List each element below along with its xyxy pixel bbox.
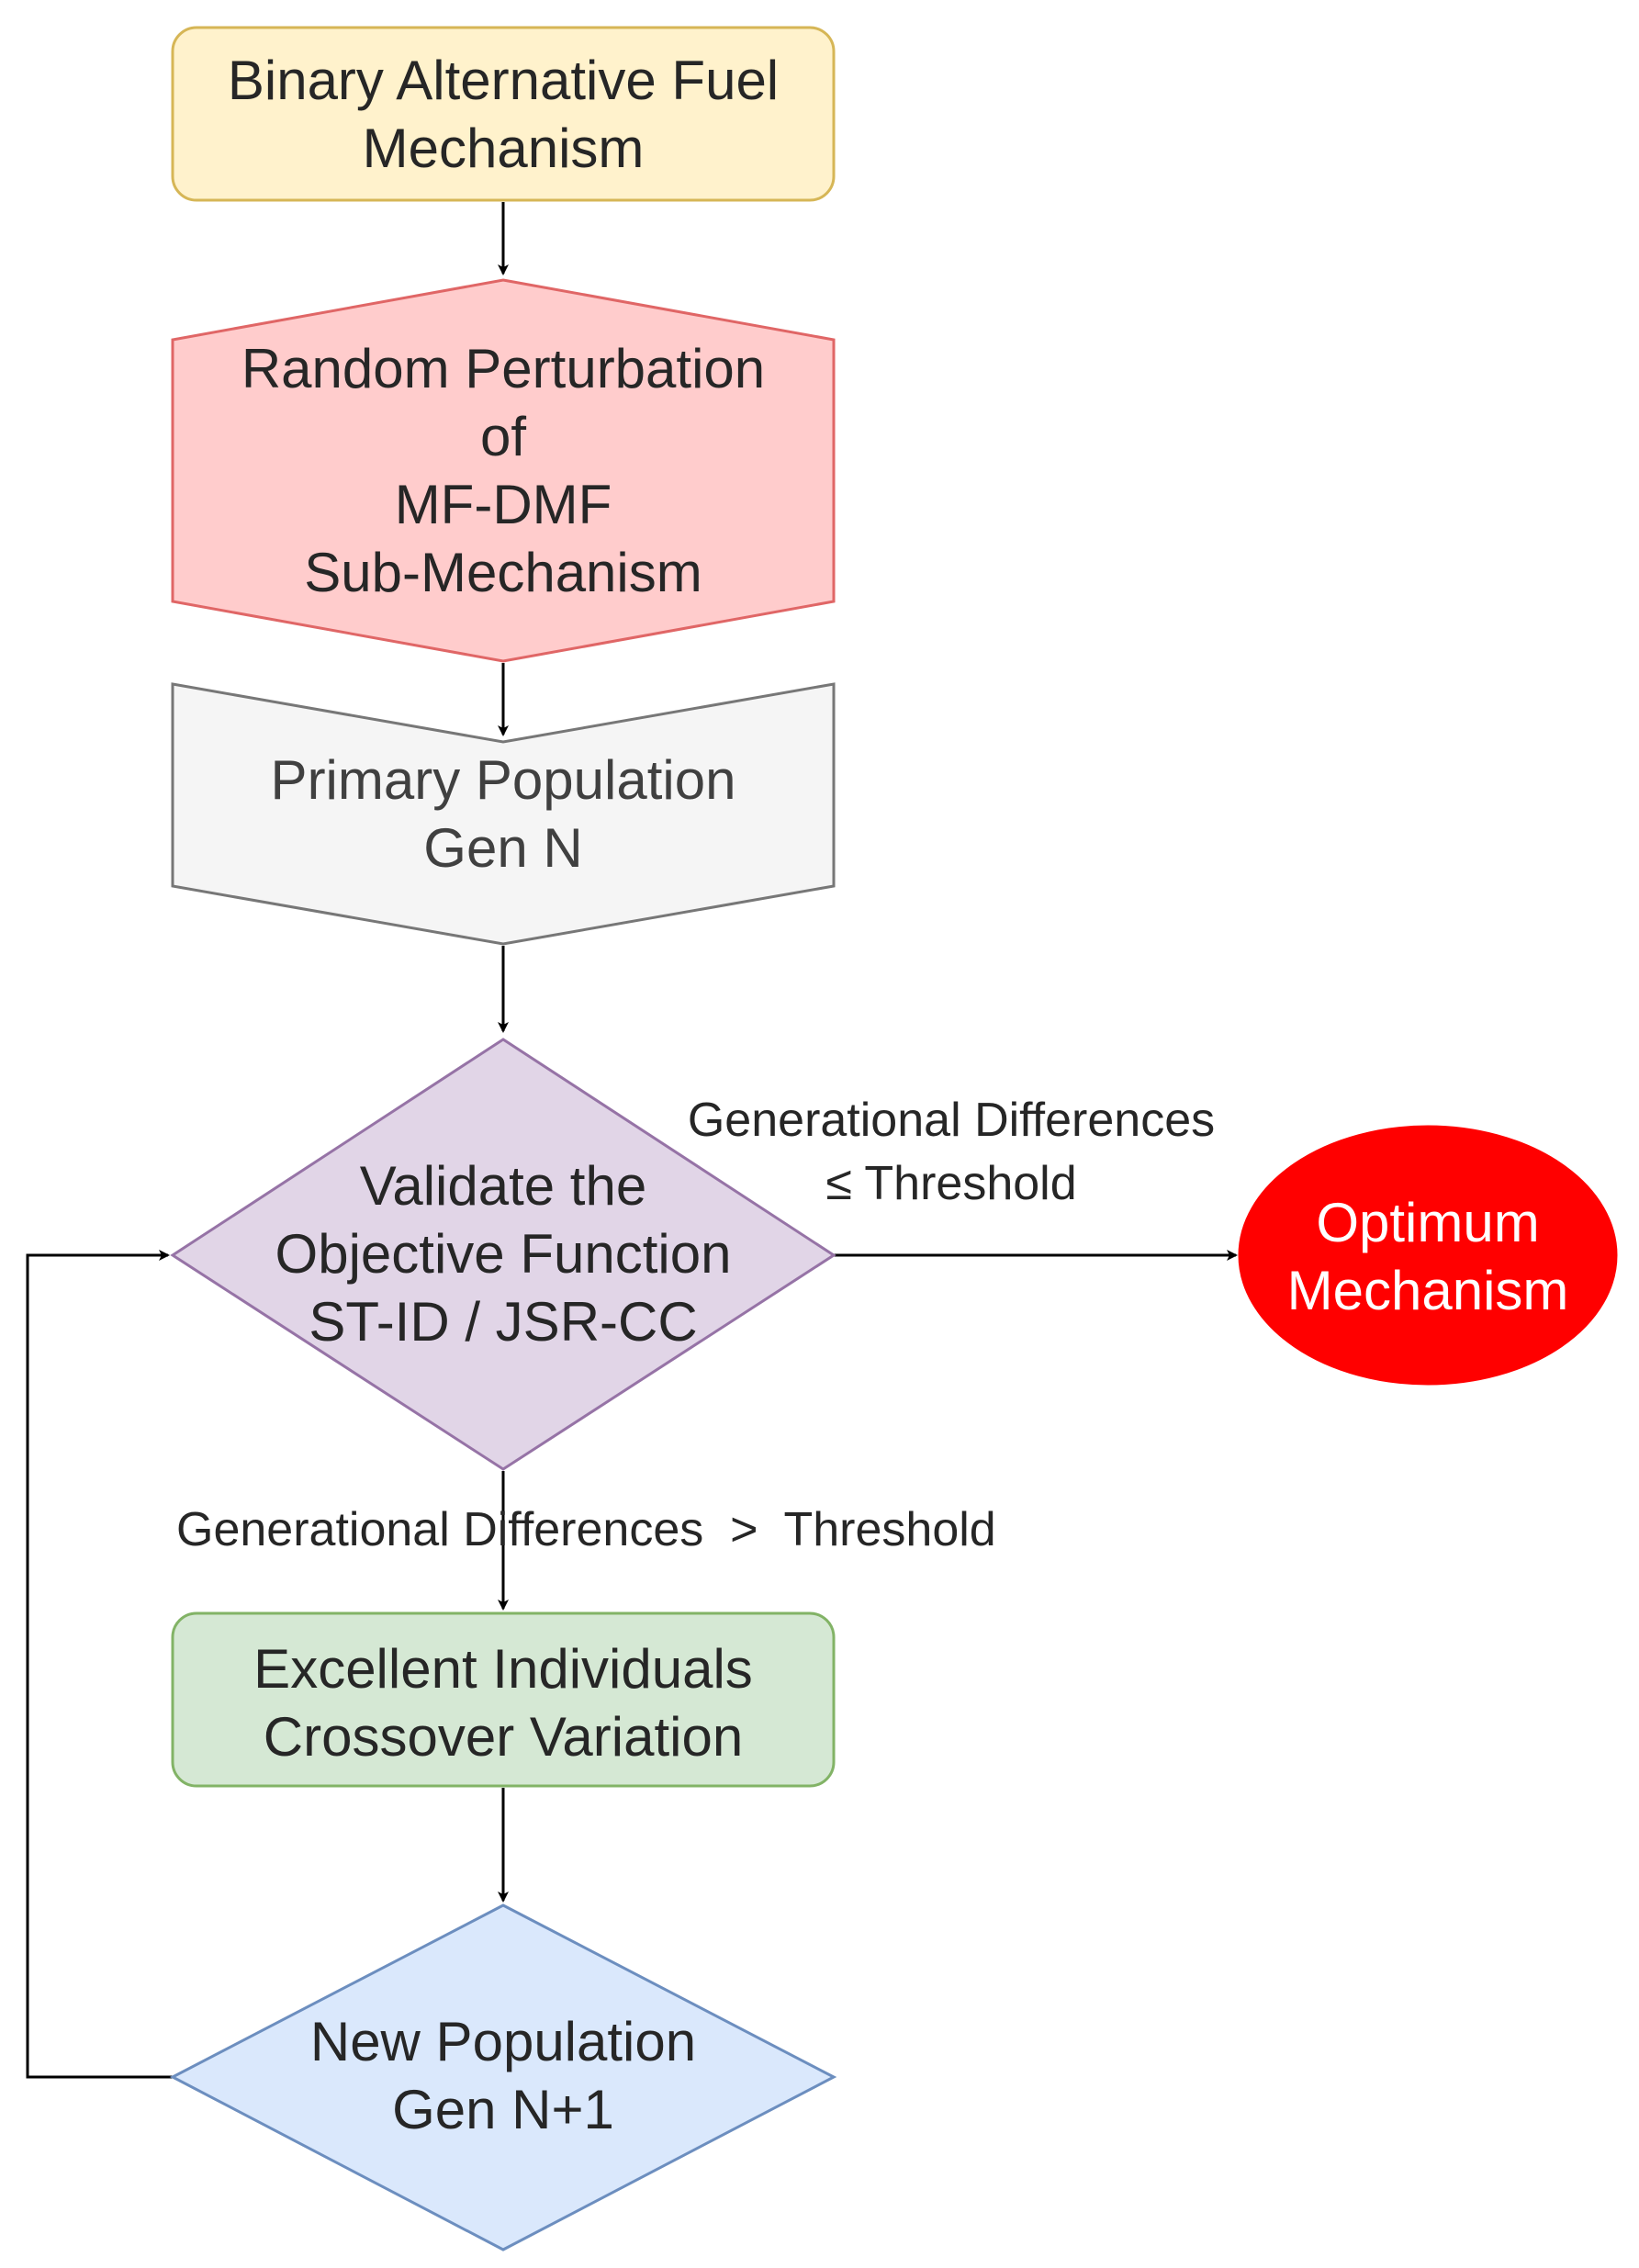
node-validate-shape	[170, 1038, 836, 1471]
node-binary-fuel-line-2: Mechanism	[363, 118, 645, 179]
node-primary-population: Primary Population Gen N	[171, 682, 836, 946]
node-random-perturbation: Random Perturbation of MF-DMF Sub-Mechan…	[171, 278, 836, 663]
node-excellent-individuals: Excellent Individuals Crossover Variatio…	[171, 1611, 836, 1788]
node-new-population-line-2: Gen N+1	[392, 2079, 614, 2140]
node-excellent-line-2: Crossover Variation	[264, 1706, 743, 1768]
edge-label-to-excellent: Generational Differences > Threshold	[176, 1503, 996, 1556]
node-validate-objective: Validate the Objective Function ST-ID / …	[170, 1038, 836, 1471]
node-optimum-mechanism: Optimum Mechanism	[1238, 1125, 1618, 1386]
node-random-perturbation-line-1: Random Perturbation	[241, 338, 765, 399]
node-binary-fuel-line-1: Binary Alternative Fuel	[228, 50, 779, 111]
node-random-perturbation-line-3: MF-DMF	[395, 474, 612, 535]
edge-newpop-loop-to-validate	[26, 1250, 173, 2079]
node-primary-population-line-1: Primary Population	[271, 749, 736, 811]
node-optimum-line-1: Optimum	[1316, 1192, 1539, 1253]
node-validate-line-3: ST-ID / JSR-CC	[309, 1291, 697, 1353]
node-new-population-line-1: New Population	[310, 2011, 696, 2072]
edge-label-to-optimum-line-2: ≤ Threshold	[825, 1157, 1076, 1210]
edge-label-to-optimum-line-1: Generational Differences	[688, 1094, 1215, 1147]
node-random-perturbation-line-4: Sub-Mechanism	[304, 542, 702, 603]
node-validate-line-2: Objective Function	[275, 1223, 732, 1285]
node-random-perturbation-line-2: of	[480, 406, 526, 467]
node-new-population: New Population Gen N+1	[169, 1903, 837, 2251]
node-optimum-line-2: Mechanism	[1287, 1260, 1569, 1321]
node-random-perturbation-shape	[171, 278, 836, 663]
node-validate-line-1: Validate the	[360, 1155, 646, 1217]
node-binary-fuel-mechanism: Binary Alternative Fuel Mechanism	[171, 26, 836, 202]
node-primary-population-shape	[171, 682, 836, 946]
node-optimum-shape	[1238, 1125, 1618, 1386]
node-binary-fuel-shape	[171, 26, 836, 202]
node-new-population-shape	[169, 1903, 837, 2251]
node-primary-population-line-2: Gen N	[423, 817, 582, 879]
node-excellent-shape	[171, 1611, 836, 1788]
node-excellent-line-1: Excellent Individuals	[253, 1638, 753, 1700]
